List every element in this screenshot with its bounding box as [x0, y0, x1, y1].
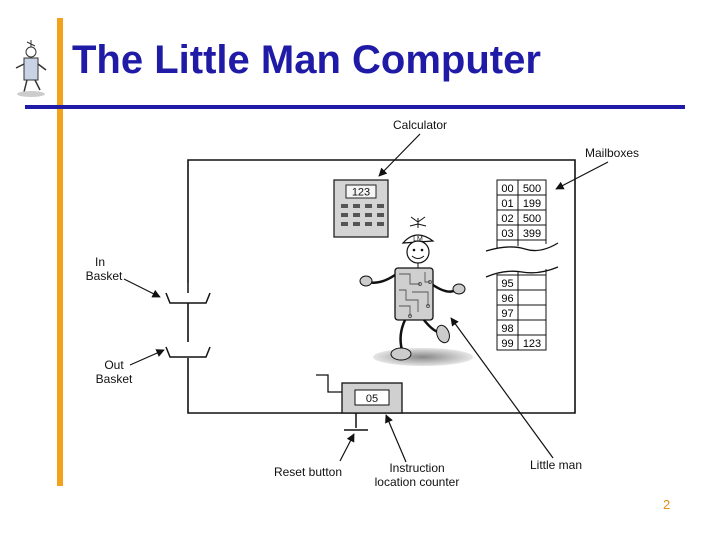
cap-label: LM [413, 236, 423, 243]
mailbox-address: 02 [501, 213, 513, 225]
little-man-logo-icon [15, 40, 47, 97]
mailbox-row: 96 [496, 289, 547, 306]
mailbox-value: 500 [523, 213, 541, 225]
in-basket-label-line2: Basket [86, 269, 123, 283]
mailboxes-label: Mailboxes [585, 146, 639, 160]
mailboxes-bottom: 95 96 97 98 99 123 [496, 269, 547, 351]
instruction-counter: 05 [316, 374, 403, 414]
reset-button-label: Reset button [274, 465, 342, 479]
mailbox-row: 95 [496, 274, 547, 291]
calculator: 123 [333, 179, 389, 238]
mailbox-row: 97 [496, 304, 547, 321]
calculator-display: 123 [352, 187, 370, 199]
mailbox-address: 98 [501, 323, 513, 335]
callout-arrows [123, 133, 609, 463]
mailbox-address: 97 [501, 308, 513, 320]
mailbox-value: 399 [523, 228, 541, 240]
mailbox-address: 96 [501, 293, 513, 305]
mailboxes-top: 00 500 01 199 02 500 03 399 [496, 179, 547, 248]
out-basket-label-line2: Basket [96, 372, 133, 386]
in-basket [165, 283, 211, 304]
instruction-counter-label-line1: Instruction [389, 461, 444, 475]
out-basket [165, 346, 211, 358]
mailbox-row: 99 123 [496, 334, 547, 351]
mailbox-address: 01 [501, 198, 513, 210]
mailbox-value: 500 [523, 183, 541, 195]
instruction-counter-label-line2: location counter [375, 475, 460, 489]
mailbox-address: 03 [501, 228, 513, 240]
mailbox-value: 123 [523, 338, 541, 350]
out-basket-label-line1: Out [104, 358, 124, 372]
mailbox-address: 95 [501, 278, 513, 290]
mailbox-address: 99 [501, 338, 513, 350]
mailbox-row: 02 500 [496, 209, 547, 226]
calculator-label: Calculator [393, 118, 447, 132]
accent-bar [57, 18, 63, 486]
little-man-figure: LM [359, 216, 473, 366]
counter-display: 05 [366, 393, 378, 405]
mailbox-row: 03 399 [496, 224, 547, 241]
in-basket-label-line1: In [95, 255, 105, 269]
slide-title: The Little Man Computer [72, 38, 541, 82]
mailbox-row: 98 [496, 319, 547, 336]
little-man-label: Little man [530, 458, 582, 472]
mailbox-row: 01 199 [496, 194, 547, 211]
page-number: 2 [663, 497, 671, 512]
title-underline [25, 105, 685, 109]
mailbox-row: 00 500 [496, 179, 547, 196]
mailbox-value: 199 [523, 198, 541, 210]
mailbox-address: 00 [501, 183, 513, 195]
room-outline [187, 159, 576, 414]
reset-button [344, 413, 368, 431]
mailbox-break [485, 242, 559, 278]
